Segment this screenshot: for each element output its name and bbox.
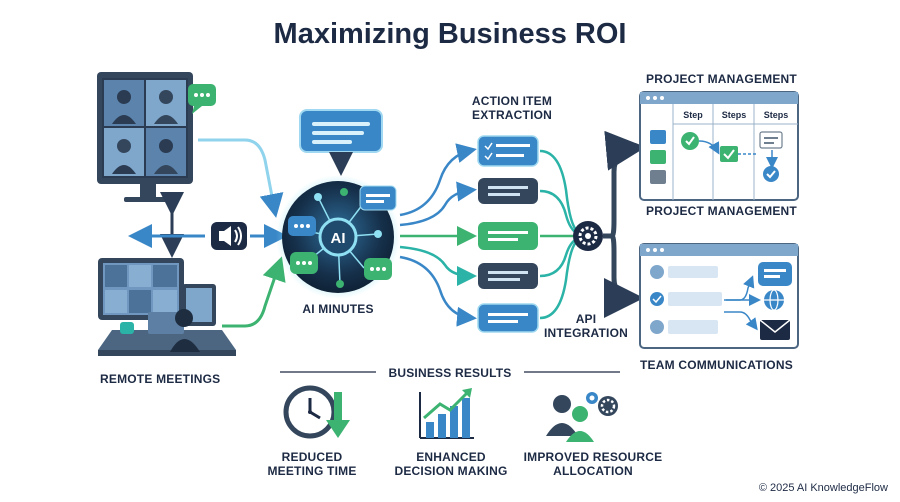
action-item-dark-2 bbox=[478, 263, 538, 289]
flow-bottom-to-ai bbox=[222, 256, 286, 328]
merge-lines bbox=[539, 149, 579, 320]
chat-bubble-icon bbox=[188, 84, 216, 114]
fanout-lines bbox=[399, 143, 477, 327]
ai-bubble-right-icon bbox=[359, 185, 397, 211]
result-reduced-meeting-time: REDUCED MEETING TIME bbox=[262, 450, 362, 478]
clock-icon bbox=[283, 385, 350, 439]
copyright-notice: © 2025 AI KnowledgeFlow bbox=[758, 482, 888, 494]
label-api-integration: API INTEGRATION bbox=[544, 312, 628, 340]
growth-chart-icon bbox=[419, 388, 474, 439]
action-item-dark-1 bbox=[478, 178, 538, 204]
ai-bubble-left-icon bbox=[288, 216, 316, 236]
board-column-2: Steps bbox=[722, 110, 747, 120]
result-improved-resource-allocation: IMPROVED RESOURCE ALLOCATION bbox=[518, 450, 668, 478]
people-gear-icon bbox=[546, 392, 618, 442]
action-item-blue bbox=[477, 303, 539, 333]
result-3-line2: ALLOCATION bbox=[553, 464, 633, 478]
label-remote-meetings: REMOTE MEETINGS bbox=[100, 372, 221, 386]
board-column-3: Steps bbox=[764, 110, 789, 120]
label-project-management-bottom: PROJECT MANAGEMENT bbox=[646, 204, 797, 218]
label-ai-minutes: AI MINUTES bbox=[302, 302, 374, 316]
board-column-1: Step bbox=[683, 110, 703, 120]
globe-icon bbox=[764, 289, 784, 311]
ai-bubble-bottom-left-icon bbox=[290, 252, 318, 274]
gear-icon bbox=[573, 221, 603, 251]
action-item-checklist bbox=[477, 135, 539, 167]
label-action-item-extraction: ACTION ITEM EXTRACTION bbox=[471, 94, 553, 122]
message-bubble-icon bbox=[758, 262, 792, 286]
result-1-line2: MEETING TIME bbox=[267, 464, 357, 478]
action-item-green bbox=[478, 222, 538, 250]
envelope-icon bbox=[759, 319, 791, 340]
flow-to-project-management bbox=[603, 130, 646, 239]
flow-to-team-communications bbox=[603, 233, 644, 318]
result-2-line2: DECISION MAKING bbox=[394, 464, 508, 478]
video-call-monitor bbox=[97, 72, 193, 202]
ai-input-bubble bbox=[299, 109, 383, 153]
result-enhanced-decision-making: ENHANCED DECISION MAKING bbox=[386, 450, 516, 478]
result-2-line1: ENHANCED bbox=[416, 450, 486, 464]
label-team-communications: TEAM COMMUNICATIONS bbox=[640, 358, 793, 372]
result-1-line1: REDUCED bbox=[281, 450, 343, 464]
label-business-results: BUSINESS RESULTS bbox=[388, 366, 512, 380]
page-title: Maximizing Business ROI bbox=[273, 18, 627, 50]
result-3-line1: IMPROVED RESOURCE bbox=[523, 450, 663, 464]
flow-top-to-ai bbox=[198, 138, 284, 218]
ai-core-label: AI bbox=[331, 230, 346, 247]
project-board-window bbox=[639, 91, 799, 201]
ai-bubble-bottom-right-icon bbox=[364, 258, 392, 280]
remote-desk-illustration bbox=[98, 258, 236, 356]
label-project-management-top: PROJECT MANAGEMENT bbox=[646, 72, 797, 86]
speaker-icon bbox=[211, 222, 247, 250]
